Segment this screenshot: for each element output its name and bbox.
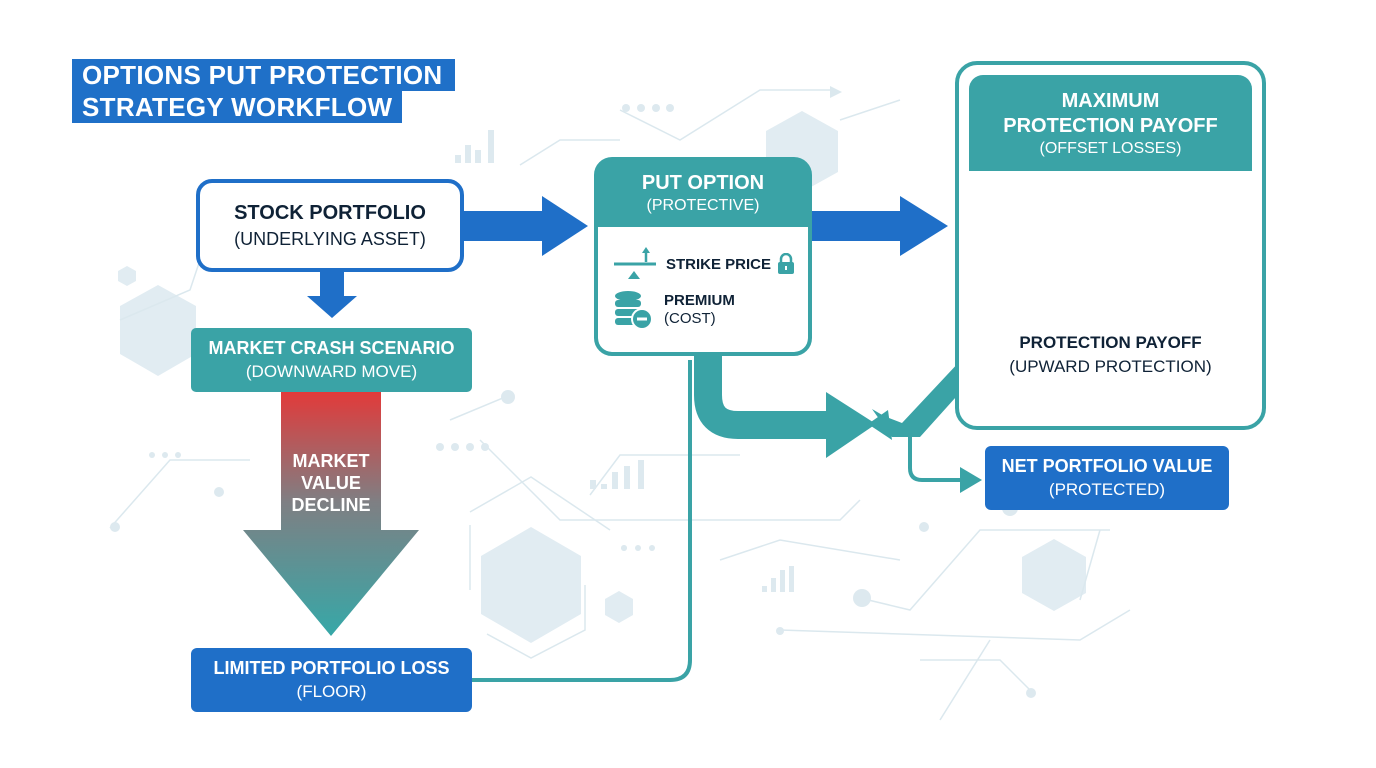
put-item-strike: STRIKE PRICE — [612, 247, 796, 281]
dots-decor — [149, 104, 674, 551]
premium-sublabel: (COST) — [664, 310, 716, 327]
node-subtitle: (UNDERLYING ASSET) — [234, 228, 426, 249]
put-item-premium: PREMIUM (COST) — [612, 289, 735, 331]
strike-price-label: STRIKE PRICE — [666, 255, 772, 273]
market-decline-label: MARKET VALUE DECLINE — [281, 450, 381, 516]
put-option-header: PUT OPTION (PROTECTIVE) — [598, 161, 808, 225]
payoff-title-2: PROTECTION PAYOFF — [1003, 114, 1218, 137]
page-title: OPTIONS PUT PROTECTION STRATEGY WORKFLOW — [72, 59, 455, 123]
hexagon-decor — [120, 285, 196, 376]
bar-chart-decor — [455, 130, 794, 592]
hexagon-decor — [481, 527, 581, 643]
inner-title: PROTECTION PAYOFF — [1019, 333, 1202, 352]
node-subtitle: (DOWNWARD MOVE) — [245, 362, 418, 381]
premium-label: PREMIUM — [664, 292, 735, 309]
payoff-title-1: MAXIMUM — [1061, 89, 1160, 112]
node-title: PUT OPTION — [641, 171, 765, 194]
node-put-option: PUT OPTION (PROTECTIVE) STRIKE PRICE — [594, 157, 812, 356]
node-title: STOCK PORTFOLIO — [234, 201, 426, 224]
hexagon-decor — [118, 266, 136, 286]
title-line-1: OPTIONS PUT PROTECTION — [72, 59, 455, 91]
decline-line-1: MARKET — [292, 451, 370, 471]
put-option-body: STRIKE PRICE PREMIUM (COST) — [598, 227, 808, 352]
node-subtitle: (FLOOR) — [296, 682, 367, 701]
arrow-put-to-payoff-curve-head — [826, 392, 876, 458]
hexagon-decor — [605, 591, 633, 623]
decline-line-2: VALUE — [301, 473, 361, 493]
payoff-inner-label: PROTECTION PAYOFF (UPWARD PROTECTION) — [959, 333, 1262, 377]
connector-to-net-value — [908, 432, 962, 482]
decline-line-3: DECLINE — [291, 495, 371, 515]
coins-minus-icon — [615, 291, 653, 330]
payoff-subtitle: (OFFSET LOSSES) — [1039, 139, 1182, 157]
node-limited-loss: LIMITED PORTFOLIO LOSS (FLOOR) — [191, 648, 472, 712]
node-title: NET PORTFOLIO VALUE — [1001, 456, 1213, 476]
arrow-put-to-payoff — [812, 196, 948, 256]
title-line-2: STRATEGY WORKFLOW — [72, 91, 403, 123]
premium-text: PREMIUM (COST) — [664, 292, 735, 328]
node-subtitle: (PROTECTED) — [1048, 480, 1166, 499]
node-max-protection-payoff: MAXIMUM PROTECTION PAYOFF (OFFSET LOSSES… — [955, 61, 1266, 430]
market-decline-arrow — [243, 392, 419, 636]
node-net-portfolio-value: NET PORTFOLIO VALUE (PROTECTED) — [985, 446, 1229, 510]
balance-scale-icon — [614, 247, 656, 279]
node-title: MARKET CRASH SCENARIO — [208, 338, 455, 358]
arrow-head-net-value — [960, 467, 982, 493]
node-title: LIMITED PORTFOLIO LOSS — [213, 658, 450, 678]
arrow-stock-to-crash — [307, 272, 357, 318]
connector-floor-to-put — [472, 360, 692, 682]
node-subtitle: (PROTECTIVE) — [646, 196, 760, 214]
node-market-crash: MARKET CRASH SCENARIO (DOWNWARD MOVE) — [191, 328, 472, 392]
arrow-put-to-payoff-curve — [694, 356, 830, 439]
hexagon-decor — [1022, 539, 1086, 611]
inner-subtitle: (UPWARD PROTECTION) — [1009, 357, 1212, 376]
payoff-header: MAXIMUM PROTECTION PAYOFF (OFFSET LOSSES… — [969, 75, 1252, 171]
node-stock-portfolio: STOCK PORTFOLIO (UNDERLYING ASSET) — [196, 179, 464, 272]
arrow-stock-to-put — [464, 196, 588, 256]
lock-icon — [778, 253, 795, 274]
